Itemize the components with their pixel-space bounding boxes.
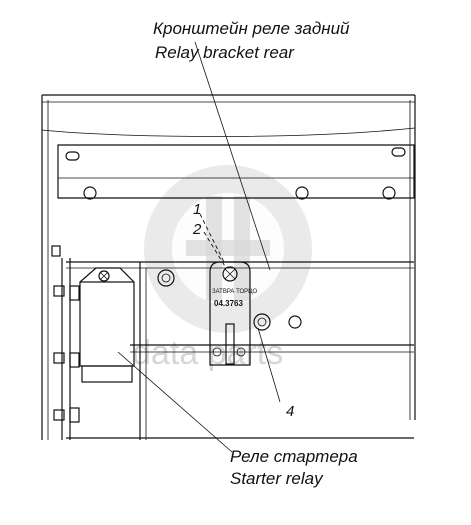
bolt-head bbox=[53, 285, 65, 297]
starter-label-ru: Реле стартера bbox=[230, 447, 358, 466]
callout-4: 4 bbox=[286, 403, 294, 420]
bolt-hole bbox=[382, 186, 396, 200]
starter-relay bbox=[79, 267, 135, 383]
left-mounting-bracket bbox=[51, 245, 80, 440]
leader-lines bbox=[117, 41, 281, 453]
rear-relay-bracket: ЗАТВРА ТОРЦО 04.3763 bbox=[209, 261, 257, 366]
nut bbox=[69, 352, 80, 368]
bolt-head bbox=[53, 352, 65, 364]
mounting-screw-icon bbox=[98, 270, 110, 282]
watermark-text: data parts bbox=[132, 334, 283, 372]
bracket-label-ru: Кронштейн реле задний bbox=[153, 19, 350, 38]
slot-hole-left bbox=[65, 151, 80, 161]
nut bbox=[69, 285, 80, 301]
upper-bracket-plate bbox=[57, 144, 415, 200]
starter-label-en: Starter relay bbox=[230, 469, 324, 488]
rivet bbox=[212, 347, 222, 357]
relay-marking-line2: 04.3763 bbox=[214, 299, 243, 308]
rivet bbox=[236, 347, 246, 357]
nut bbox=[69, 407, 80, 423]
frame-bolts bbox=[157, 269, 302, 331]
watermark-logo bbox=[144, 165, 312, 333]
relay-screw-icon bbox=[222, 266, 238, 282]
bolt-hole bbox=[295, 186, 309, 200]
bolt-head bbox=[51, 245, 61, 257]
callout-2: 2 bbox=[192, 221, 202, 238]
slot-hole-right bbox=[391, 147, 406, 157]
frame-panel bbox=[41, 94, 416, 440]
bolt-head bbox=[53, 409, 65, 421]
callout-1: 1 bbox=[193, 201, 201, 218]
bolt-hole bbox=[83, 186, 97, 200]
bracket-label-en: Relay bracket rear bbox=[155, 43, 295, 62]
relay-marking-line1: ЗАТВРА ТОРЦО bbox=[212, 289, 257, 295]
